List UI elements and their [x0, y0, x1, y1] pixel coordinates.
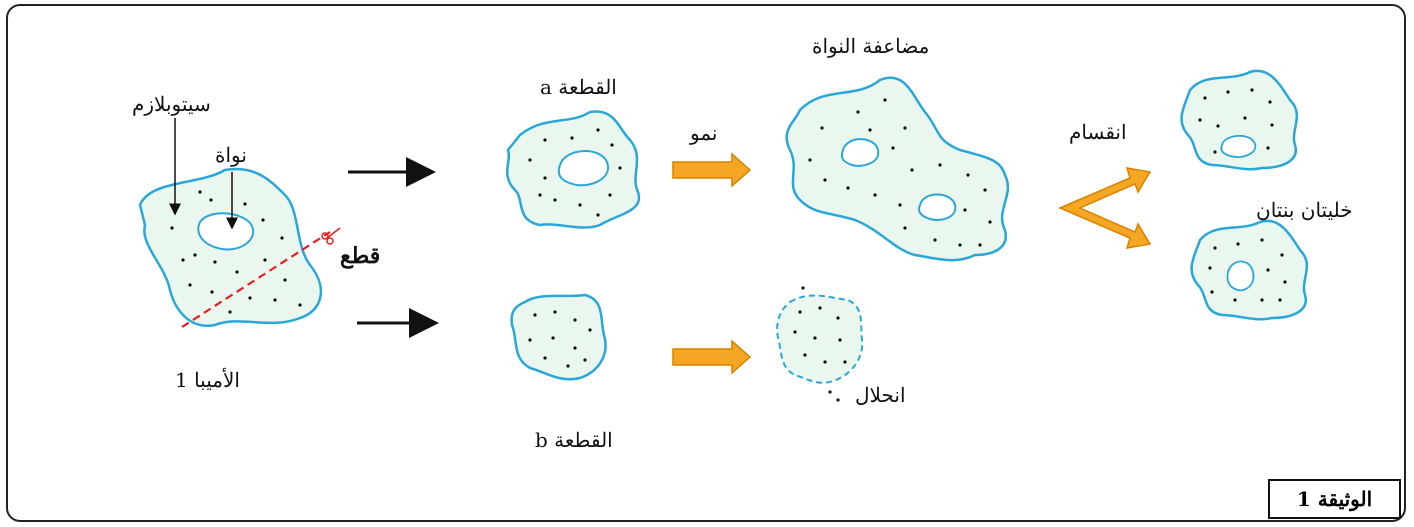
label-cytoplasm: سيتوبلازم [132, 92, 211, 116]
scissors-icon [321, 227, 341, 245]
label-amoeba: الأميبا 1 [175, 368, 240, 392]
cut-line [181, 231, 331, 328]
label-division: انقسام [1069, 120, 1127, 144]
label-lysis: انحلال [855, 383, 906, 407]
binucleate-cell [785, 76, 1010, 262]
daughter-cell-1 [1180, 69, 1299, 171]
fragment-a [505, 110, 641, 229]
amoeba-1 [138, 167, 322, 328]
label-growth: نمو [690, 121, 718, 145]
label-fragment-b: القطعة b [535, 428, 613, 452]
document-label-box: الوثيقة 1 [1268, 479, 1401, 519]
label-daughter-cells: خليتان بنتان [1256, 198, 1353, 222]
label-nucleus: نواة [215, 143, 247, 167]
fragment-b [510, 293, 607, 381]
label-nucleus-doubling: مضاعفة النواة [812, 34, 930, 58]
daughter-cell-2 [1190, 219, 1309, 321]
division-arrow [1058, 167, 1152, 249]
label-cut: قطع [340, 243, 381, 269]
nucleus-shape [197, 212, 255, 251]
lysis-arrow [672, 339, 752, 375]
lysing-cell [776, 286, 864, 402]
figure-frame [6, 4, 1406, 522]
document-label: الوثيقة 1 [1296, 487, 1373, 511]
growth-arrow [672, 152, 752, 188]
label-fragment-a: القطعة a [540, 75, 617, 99]
